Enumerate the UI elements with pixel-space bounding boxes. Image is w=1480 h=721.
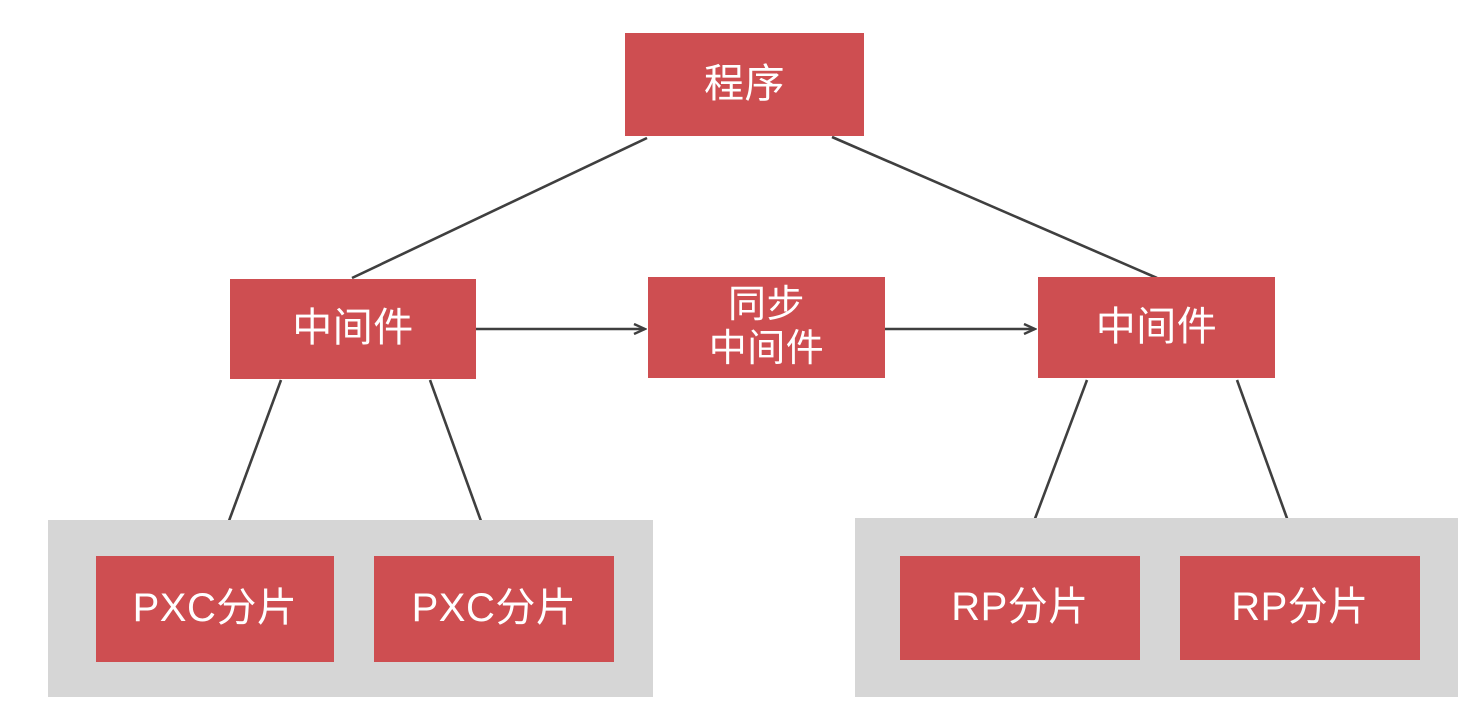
edge-app-to-middleware-right xyxy=(831,135,1158,280)
node-pxc-shard-2[interactable]: PXC分片 xyxy=(374,556,614,662)
node-pxc-shard-1[interactable]: PXC分片 xyxy=(96,556,334,662)
node-middleware-right[interactable]: 中间件 xyxy=(1038,277,1275,378)
node-rp-shard-2[interactable]: RP分片 xyxy=(1180,556,1420,660)
node-rp-shard-1[interactable]: RP分片 xyxy=(900,556,1140,660)
node-middleware-left[interactable]: 中间件 xyxy=(230,279,476,379)
node-sync-middleware[interactable]: 同步 中间件 xyxy=(648,277,885,378)
node-app[interactable]: 程序 xyxy=(625,33,864,136)
edge-app-to-middleware-left xyxy=(351,136,648,280)
